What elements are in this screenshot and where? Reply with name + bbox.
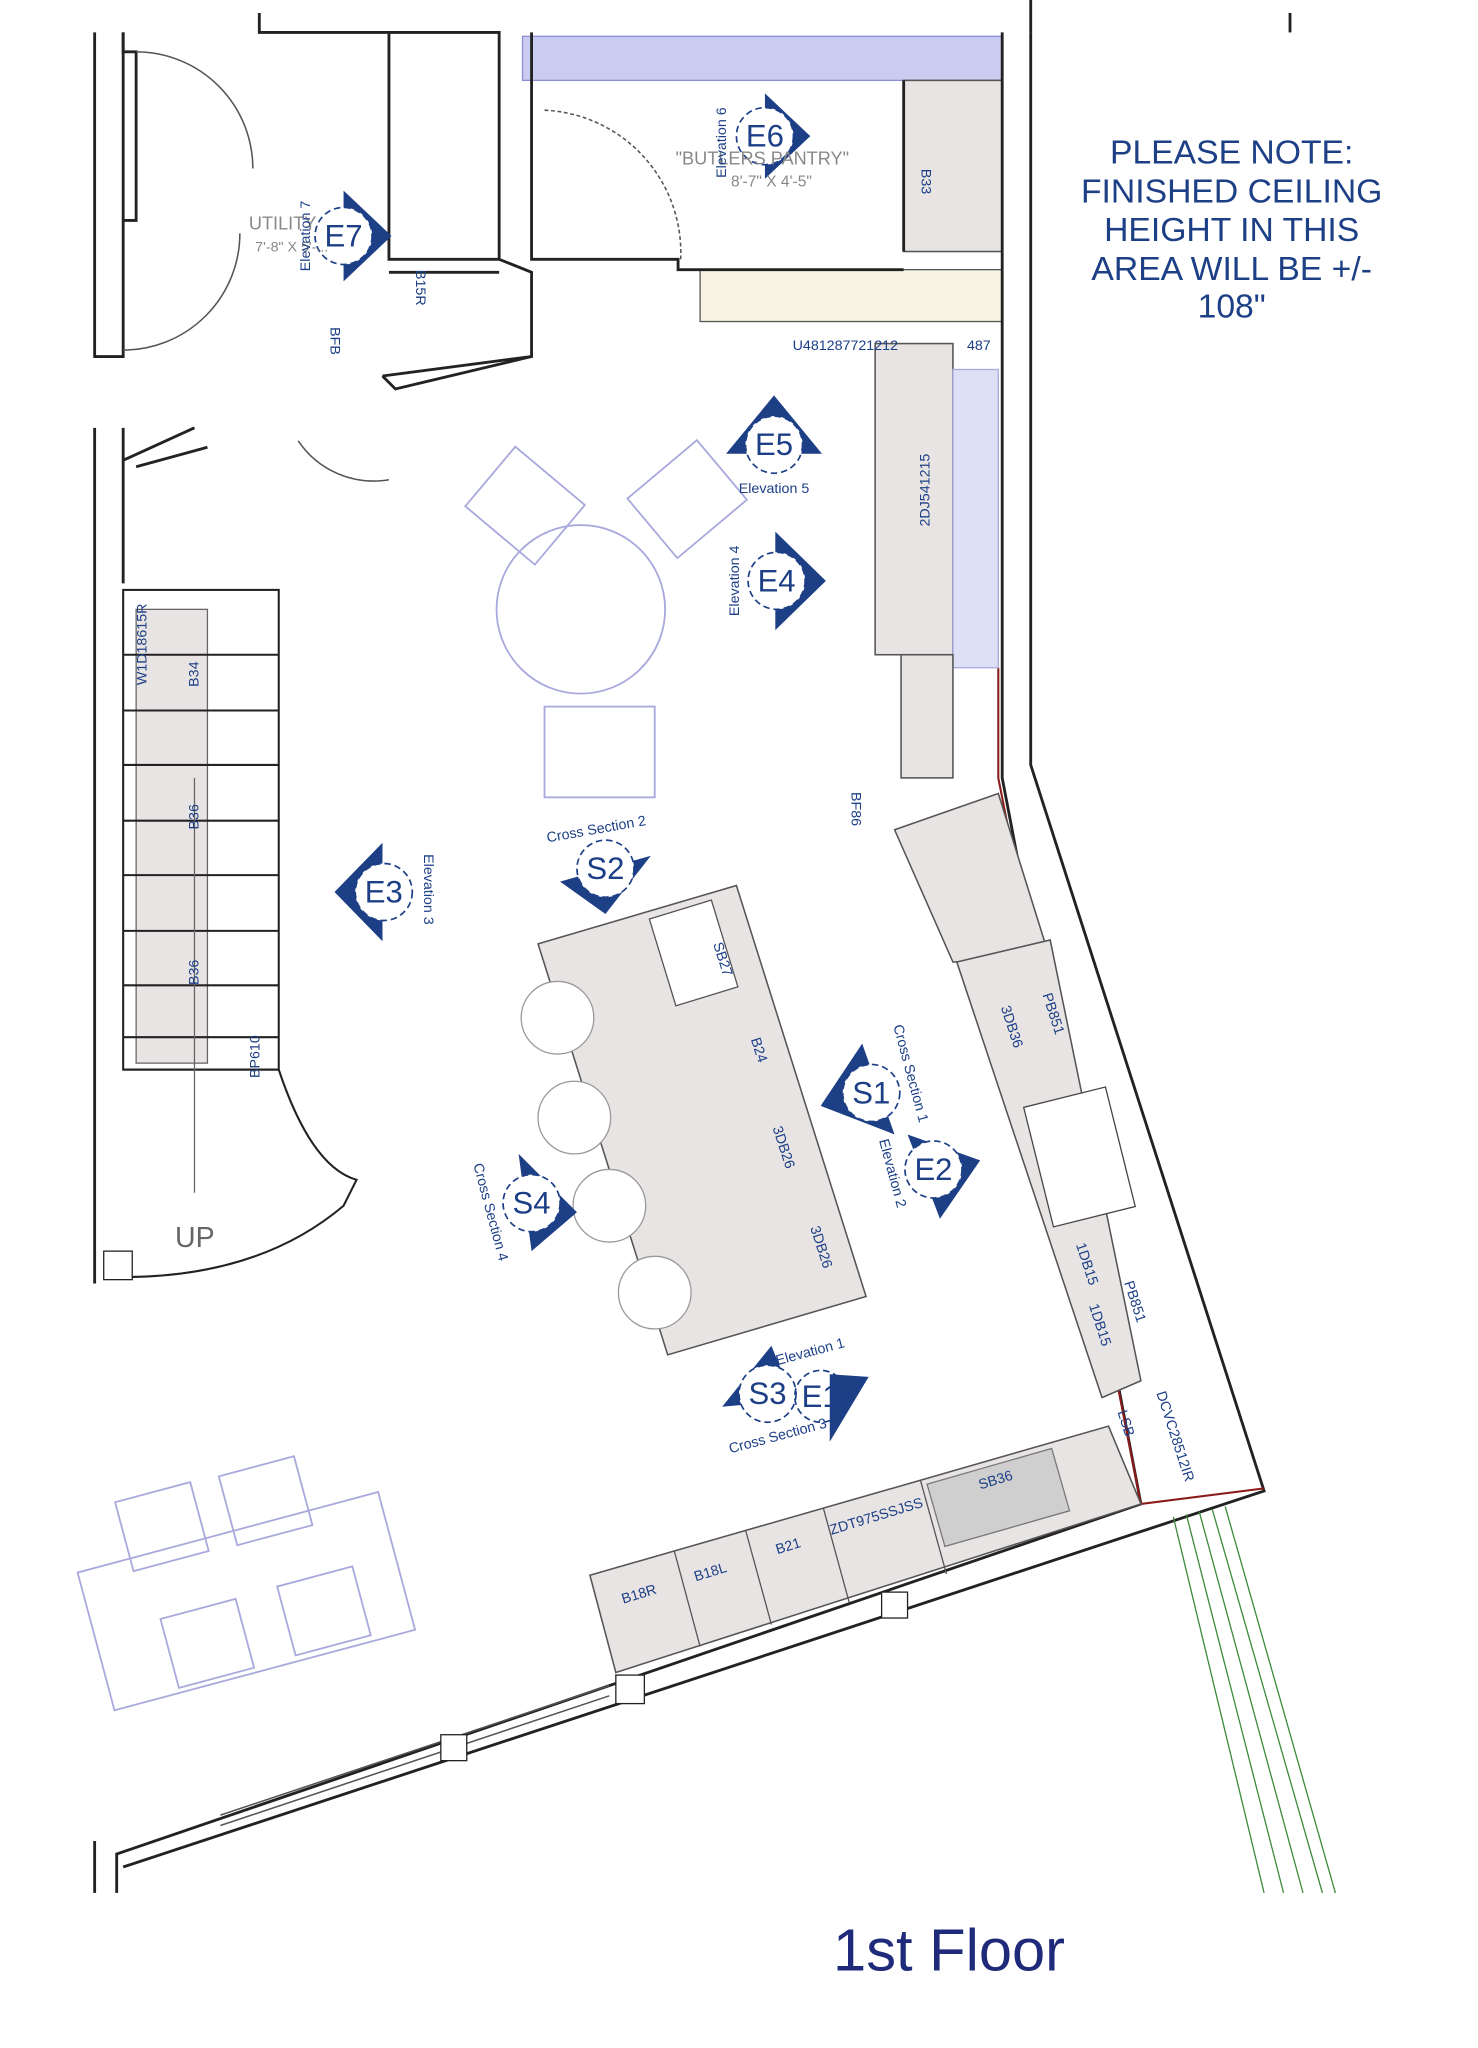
ceiling-height-note: PLEASE NOTE: FINISHED CEILING HEIGHT IN … [1081,133,1382,325]
cabinet-label: B33 [918,169,934,194]
label-elevation-1: Elevation 1 [774,1335,846,1369]
range-counter [893,792,1052,963]
bar-stools [520,980,692,1330]
stairs-up-label: UP [175,1222,215,1254]
cabinet-label: B21 [774,1535,803,1558]
label-elevation-6: Elevation 6 [714,107,730,178]
window-post [615,1674,646,1705]
door-swing [136,51,254,169]
marker-e4[interactable]: E4 [747,531,826,631]
cabinet-label: B34 [186,661,202,686]
room-name-utility: UTILITY [249,213,317,233]
svg-text:S1: S1 [852,1075,890,1110]
cabinet-label: LSB [1114,1408,1138,1439]
cabinet-label: 2DJ541215 [918,454,934,527]
marker-s1[interactable]: S1 [820,1043,901,1135]
window [220,1684,610,1816]
svg-text:AREA WILL BE +/-: AREA WILL BE +/- [1091,250,1372,288]
pantry-shelf-band [521,35,1003,82]
room-size-utility: 7'-8" X 5'-... [255,240,328,256]
marker-e7[interactable]: E7 [314,190,392,282]
svg-text:E6: E6 [746,119,784,154]
cabinet-label: B36 [186,804,202,829]
cabinet-label: BF86 [848,792,864,826]
marker-e1[interactable]: E1 [793,1369,869,1442]
marker-e2[interactable]: E2 [904,1134,981,1219]
pantry-shelving [952,368,999,669]
floor-title: 1st Floor [833,1917,1065,1984]
svg-text:S3: S3 [748,1376,786,1411]
cabinet-label: BP610 [247,1035,263,1078]
cabinet-label: BFB [326,327,342,355]
label-elevation-3: Elevation 3 [420,854,436,925]
marker-s4[interactable]: S4 [502,1153,577,1252]
room-name-butlers-pantry: "BUTLERS PANTRY" [676,149,850,169]
marker-e5[interactable]: E5 [726,395,822,475]
door-swing [544,109,682,260]
pantry-counter [699,269,1003,323]
label-elevation-2: Elevation 2 [875,1137,909,1209]
svg-text:FINISHED CEILING: FINISHED CEILING [1081,172,1382,210]
window-post [880,1591,909,1619]
svg-text:S4: S4 [513,1186,551,1221]
door-swing [297,440,390,482]
dining-table [76,1455,417,1712]
svg-text:E4: E4 [758,563,796,598]
cabinet-label: 487 [967,338,991,354]
svg-text:E1: E1 [802,1379,840,1414]
cabinet-label: DCVC28512IR [1152,1389,1196,1484]
cabinet-label: U481287721212 [793,338,898,354]
window [220,1695,610,1827]
svg-text:HEIGHT IN THIS: HEIGHT IN THIS [1104,211,1359,249]
label-cross-section-3: Cross Section 3 [727,1416,828,1458]
staircase: UP [103,588,359,1281]
walls [93,0,1292,1893]
svg-text:E7: E7 [325,218,363,253]
bottom-cabinet-run [588,1425,1142,1674]
svg-text:108": 108" [1198,288,1266,326]
cabinet-label: B36 [186,960,202,985]
svg-text:E3: E3 [365,874,403,909]
marker-e3[interactable]: E3 [334,842,414,942]
cabinet [900,653,954,779]
cabinet-label: W1D18615R [135,604,151,686]
room-size-butlers-pantry: 8'-7" X 4'-5" [731,174,812,191]
cabinet-label: B24 [747,1036,770,1065]
cabinet-dividers [673,1480,948,1647]
svg-text:E5: E5 [755,427,793,462]
door-swing [123,233,241,351]
window-post [440,1734,468,1762]
cooktop [1022,1086,1137,1228]
site-lines [1172,1506,1337,1894]
svg-text:E2: E2 [914,1152,952,1187]
pantry-cabinet [902,79,1003,253]
tall-cabinet [874,342,954,656]
label-elevation-4: Elevation 4 [727,546,743,617]
island-sink [648,899,739,1007]
sink-grate [926,1447,1071,1548]
label-elevation-5: Elevation 5 [739,481,810,497]
svg-text:PLEASE NOTE:: PLEASE NOTE: [1110,133,1353,171]
marker-s2[interactable]: S2 [560,839,651,915]
label-elevation-7: Elevation 7 [298,201,314,272]
cabinet-label: B15R [412,270,428,306]
svg-text:S2: S2 [586,851,624,886]
marker-e6[interactable]: E6 [735,93,811,179]
seating-area [464,438,749,799]
marker-s3[interactable]: S3 [722,1345,797,1424]
